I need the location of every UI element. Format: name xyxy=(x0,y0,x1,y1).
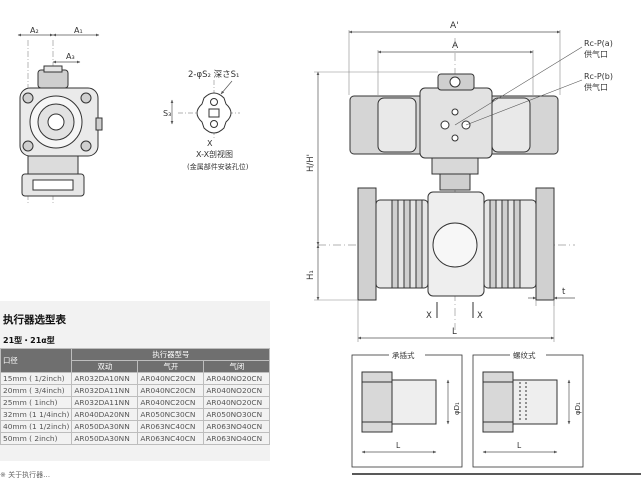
port-a-label: 供气口 xyxy=(584,49,608,59)
dim-a2-label: A₂ xyxy=(30,26,39,35)
dim-h-label: H/H' xyxy=(306,154,316,172)
cell-air-close: AR063NO40CN xyxy=(203,432,271,445)
cell-size: 50mm ( 2inch) xyxy=(0,432,73,445)
header-size: 口径 xyxy=(0,348,73,373)
thread-detail: 螺纹式 φD₁ L xyxy=(472,350,584,468)
dim-a-prime-label: A' xyxy=(450,21,459,31)
thread-dim-l: L xyxy=(517,441,522,450)
main-front-view: A' A Rc-P(a) 供气口 Rc-P(b) 供气口 xyxy=(306,21,613,342)
cell-double: AR032DA10NN xyxy=(71,372,139,385)
actuator-table: 口径 执行器型号 双动 气开 气闭 15mm ( 1/2inch) AR032D… xyxy=(0,348,271,445)
cell-air-close: AR063NO40CN xyxy=(203,420,271,433)
table-row: 40mm (1 1/2inch) AR050DA30NN AR063NC40CN… xyxy=(0,420,271,433)
dim-a3-label: A₃ xyxy=(66,52,75,61)
cell-air-close: AR040NO20CN xyxy=(203,384,271,397)
table-row: 15mm ( 1/2inch) AR032DA10NN AR040NC20CN … xyxy=(0,372,271,385)
left-side-view: A₂ A₁ A₃ xyxy=(17,26,103,205)
cell-size: 40mm (1 1/2inch) xyxy=(0,420,73,433)
cell-double: AR032DA11NN xyxy=(71,384,139,397)
cell-air-close: AR040NO20CN xyxy=(203,396,271,409)
table-header-row: 口径 执行器型号 xyxy=(0,348,271,373)
section-mark-left: X xyxy=(426,311,432,321)
section-x-label: X xyxy=(207,139,213,148)
table-subheader-row: 双动 气开 气闭 xyxy=(1,360,271,373)
cell-air-open: AR050NC30CN xyxy=(137,408,205,421)
cell-size: 20mm ( 3/4inch) xyxy=(0,384,73,397)
dim-a1-label: A₁ xyxy=(74,26,83,35)
header-air-close: 气闭 xyxy=(203,360,271,373)
socket-dim-l: L xyxy=(396,441,401,450)
cell-air-close: AR050NO30CN xyxy=(203,408,271,421)
table-row: 50mm ( 2inch) AR050DA30NN AR063NC40CN AR… xyxy=(0,432,271,445)
thread-dim-d: φD₁ xyxy=(574,402,582,415)
section-subtitle: (金属部件安装孔位) xyxy=(187,162,249,171)
cell-air-open: AR040NC20CN xyxy=(137,384,205,397)
dim-l-label: L xyxy=(452,327,457,337)
table-title: 执行器选型表 xyxy=(3,314,66,326)
cell-double: AR040DA20NN xyxy=(71,408,139,421)
port-a-code: Rc-P(a) xyxy=(584,39,613,48)
dim-h1-label: H₁ xyxy=(306,270,316,280)
cell-size: 15mm ( 1/2inch) xyxy=(0,372,73,385)
port-b-label: 供气口 xyxy=(584,82,608,92)
table-row: 20mm ( 3/4inch) AR032DA11NN AR040NC20CN … xyxy=(0,384,271,397)
socket-dim-d: φD₁ xyxy=(453,402,461,415)
cell-air-open: AR063NC40CN xyxy=(137,432,205,445)
cell-double: AR050DA30NN xyxy=(71,432,139,445)
cell-double: AR032DA11NN xyxy=(71,396,139,409)
cell-size: 32mm (1 1/4inch) xyxy=(0,408,73,421)
footer-note: ※ 关于执行器… xyxy=(0,471,51,479)
header-group: 执行器型号 xyxy=(71,348,271,361)
hole-note: 2-φS₂ 深さS₁ xyxy=(188,70,239,80)
cell-air-open: AR040NC20CN xyxy=(137,396,205,409)
section-title: X-X剖视图 xyxy=(196,149,233,159)
dim-t-label: t xyxy=(562,287,566,297)
thread-title: 螺纹式 xyxy=(513,350,536,360)
cell-size: 25mm ( 1inch) xyxy=(0,396,73,409)
socket-detail: 承插式 φD₁ L xyxy=(351,350,463,468)
table-row: 25mm ( 1inch) AR032DA11NN AR040NC20CN AR… xyxy=(0,396,271,409)
cell-air-open: AR063NC40CN xyxy=(137,420,205,433)
header-air-open: 气开 xyxy=(137,360,205,373)
dim-s3-label: S₃ xyxy=(163,109,171,118)
port-b-code: Rc-P(b) xyxy=(584,72,613,81)
table-subtitle: 21型・21α型 xyxy=(3,336,55,345)
header-double: 双动 xyxy=(71,360,139,373)
section-view: 2-φS₂ 深さS₁ S₃ X X-X剖视图 (金属部件安装孔位) xyxy=(163,70,249,171)
dim-a-label: A xyxy=(452,41,459,51)
cell-air-open: AR040NC20CN xyxy=(137,372,205,385)
section-mark-right: X xyxy=(477,311,483,321)
cell-air-close: AR040NO20CN xyxy=(203,372,271,385)
cell-double: AR050DA30NN xyxy=(71,420,139,433)
table-row: 32mm (1 1/4inch) AR040DA20NN AR050NC30CN… xyxy=(0,408,271,421)
socket-title: 承插式 xyxy=(392,350,415,360)
